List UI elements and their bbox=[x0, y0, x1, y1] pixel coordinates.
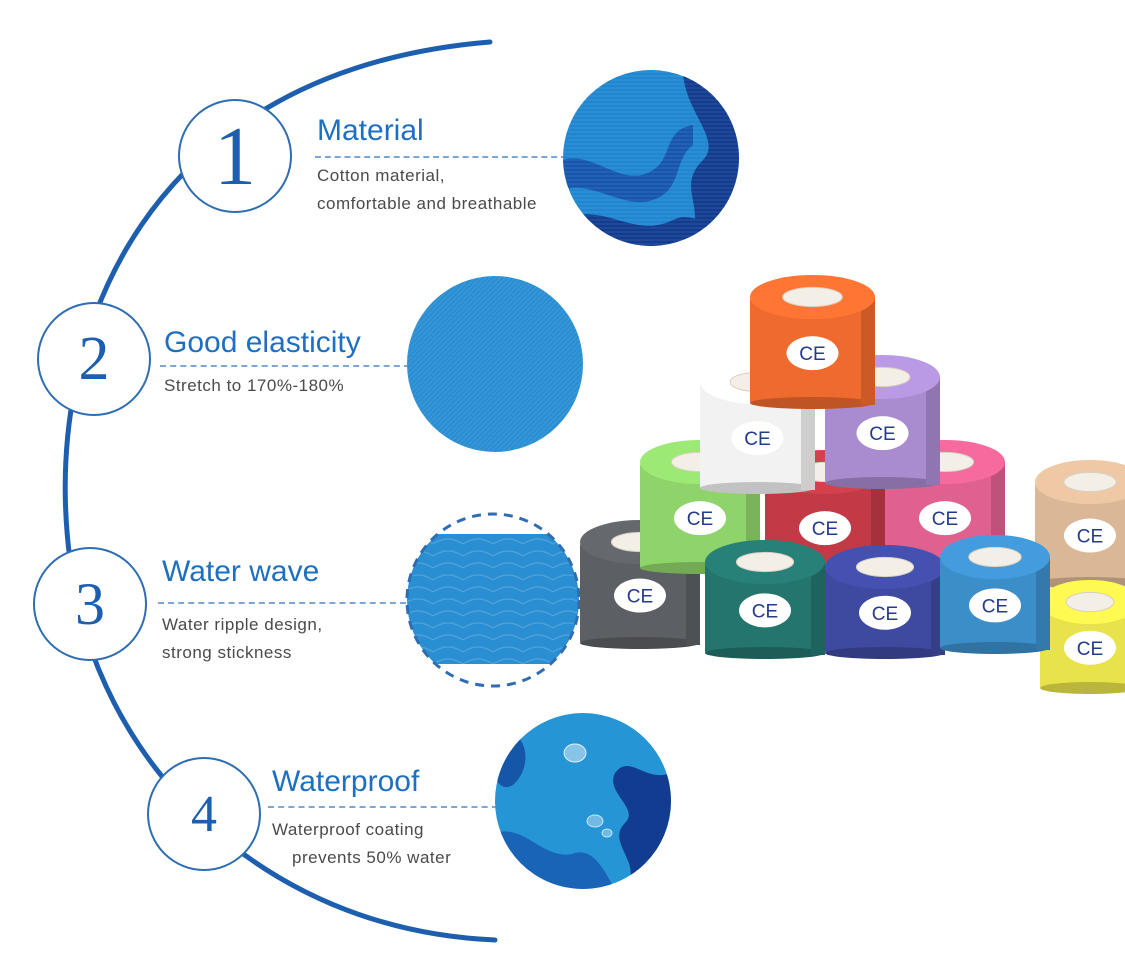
feature-description-line: comfortable and breathable bbox=[317, 194, 537, 213]
feature-description: Waterproof coating prevents 50% water bbox=[272, 816, 451, 872]
feature-description-line: Waterproof coating bbox=[272, 820, 424, 839]
feature-description: Cotton material, comfortable and breatha… bbox=[317, 162, 537, 218]
feature-number-circle: 3 bbox=[33, 547, 147, 661]
feature-description-line: Water ripple design, bbox=[162, 615, 323, 634]
tape-rolls-pyramid-image: CE CE CE CE CE CE CE CE CE CE CE CE bbox=[580, 275, 1125, 694]
tape-roll-yellow: CE bbox=[1040, 580, 1125, 694]
ce-mark: CE bbox=[1077, 639, 1103, 660]
material-swatch-image bbox=[563, 70, 739, 246]
feature-description: Stretch to 170%-180% bbox=[164, 372, 344, 400]
water-wave-swatch-image bbox=[403, 510, 583, 690]
tape-roll-orange: CE bbox=[750, 275, 875, 409]
ce-mark: CE bbox=[627, 587, 653, 608]
ce-mark: CE bbox=[872, 604, 898, 625]
ce-mark: CE bbox=[1077, 527, 1103, 548]
feature-number: 4 bbox=[191, 785, 217, 843]
ce-mark: CE bbox=[869, 424, 895, 445]
tape-roll-blue: CE bbox=[940, 535, 1050, 654]
ce-mark: CE bbox=[799, 344, 825, 365]
feature-description-line: strong stickness bbox=[162, 643, 292, 662]
ce-mark: CE bbox=[812, 519, 838, 540]
dashed-divider bbox=[160, 365, 410, 367]
feature-description-line: prevents 50% water bbox=[292, 848, 452, 867]
ce-mark: CE bbox=[744, 429, 770, 450]
ce-mark: CE bbox=[752, 601, 778, 622]
feature-title: Water wave bbox=[162, 555, 320, 588]
feature-number-circle: 1 bbox=[178, 99, 292, 213]
tape-roll-teal: CE bbox=[705, 540, 825, 659]
feature-number: 3 bbox=[75, 570, 105, 637]
tape-roll-navy: CE bbox=[825, 545, 945, 659]
dashed-divider bbox=[158, 602, 406, 604]
feature-title: Waterproof bbox=[272, 765, 420, 798]
ce-mark: CE bbox=[932, 509, 958, 530]
feature-title: Material bbox=[317, 114, 424, 147]
elasticity-swatch-image bbox=[407, 276, 583, 452]
feature-description: Water ripple design, strong stickness bbox=[162, 611, 323, 667]
feature-description-line: Cotton material, bbox=[317, 166, 445, 185]
feature-description-line: Stretch to 170%-180% bbox=[164, 376, 345, 395]
feature-number: 1 bbox=[214, 109, 256, 203]
feature-number-circle: 4 bbox=[147, 757, 261, 871]
ce-mark: CE bbox=[687, 509, 713, 530]
waterproof-swatch-image bbox=[495, 713, 671, 889]
dashed-divider bbox=[315, 156, 567, 158]
dashed-divider bbox=[268, 806, 508, 808]
feature-number-circle: 2 bbox=[37, 302, 151, 416]
ce-mark: CE bbox=[982, 596, 1008, 617]
feature-number: 2 bbox=[78, 324, 110, 393]
feature-title: Good elasticity bbox=[164, 326, 361, 359]
